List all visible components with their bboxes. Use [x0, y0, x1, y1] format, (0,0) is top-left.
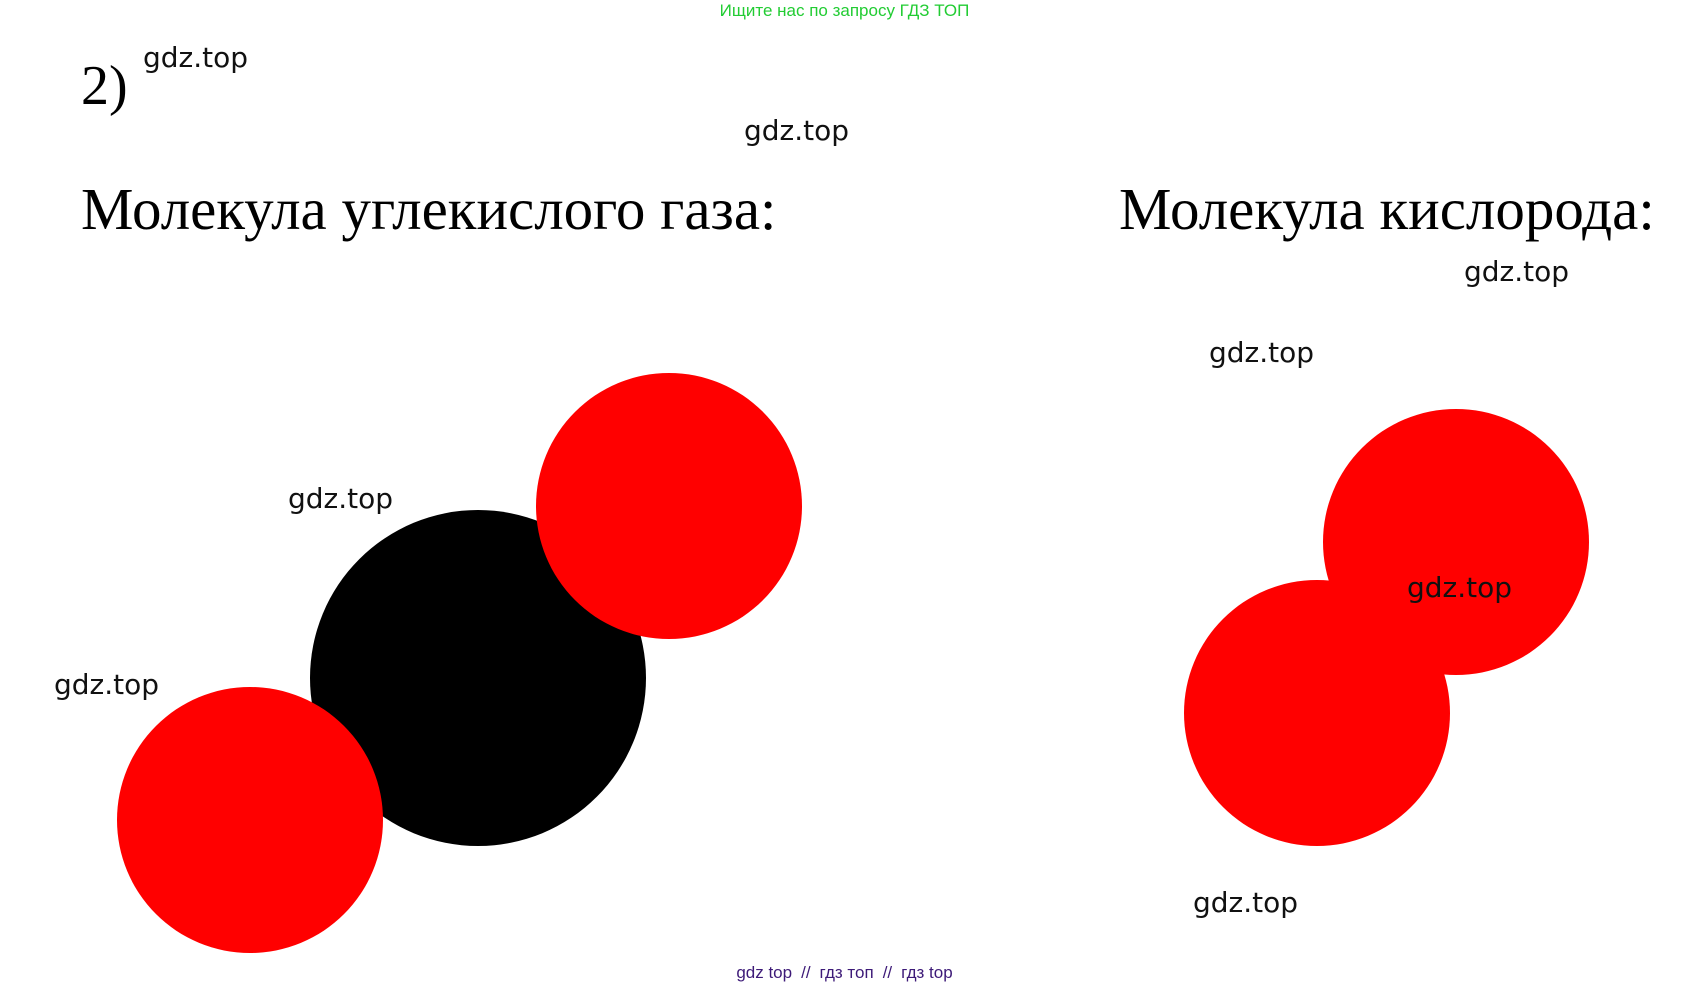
- footer-separator: //: [882, 963, 893, 982]
- watermark: gdz.top: [288, 482, 394, 515]
- co2-oxygen-atom-left: [117, 687, 383, 953]
- footer-link-gdz-top-ru[interactable]: гдз топ: [819, 963, 874, 982]
- watermark: gdz.top: [1407, 571, 1513, 604]
- watermark: gdz.top: [744, 114, 850, 147]
- co2-heading: Молекула углекислого газа:: [81, 176, 777, 242]
- footer-separator: //: [801, 963, 811, 982]
- watermark: gdz.top: [54, 668, 160, 701]
- watermark: gdz.top: [1209, 336, 1315, 369]
- task-number: 2): [81, 55, 128, 117]
- footer-link-gdz-top-mixed[interactable]: гдз top: [901, 963, 953, 982]
- watermark: gdz.top: [1193, 886, 1299, 919]
- o2-oxygen-atom-lower: [1184, 580, 1450, 846]
- watermark: gdz.top: [1464, 255, 1570, 288]
- footer-link-gdz-top[interactable]: gdz top: [736, 963, 793, 982]
- watermark: gdz.top: [143, 41, 249, 74]
- top-banner[interactable]: Ищите нас по запросу ГДЗ ТОП: [719, 1, 970, 20]
- footer-links: gdz top // гдз топ // гдз top: [0, 963, 1689, 983]
- co2-oxygen-atom-right: [536, 373, 802, 639]
- o2-heading: Молекула кислорода:: [1119, 176, 1655, 242]
